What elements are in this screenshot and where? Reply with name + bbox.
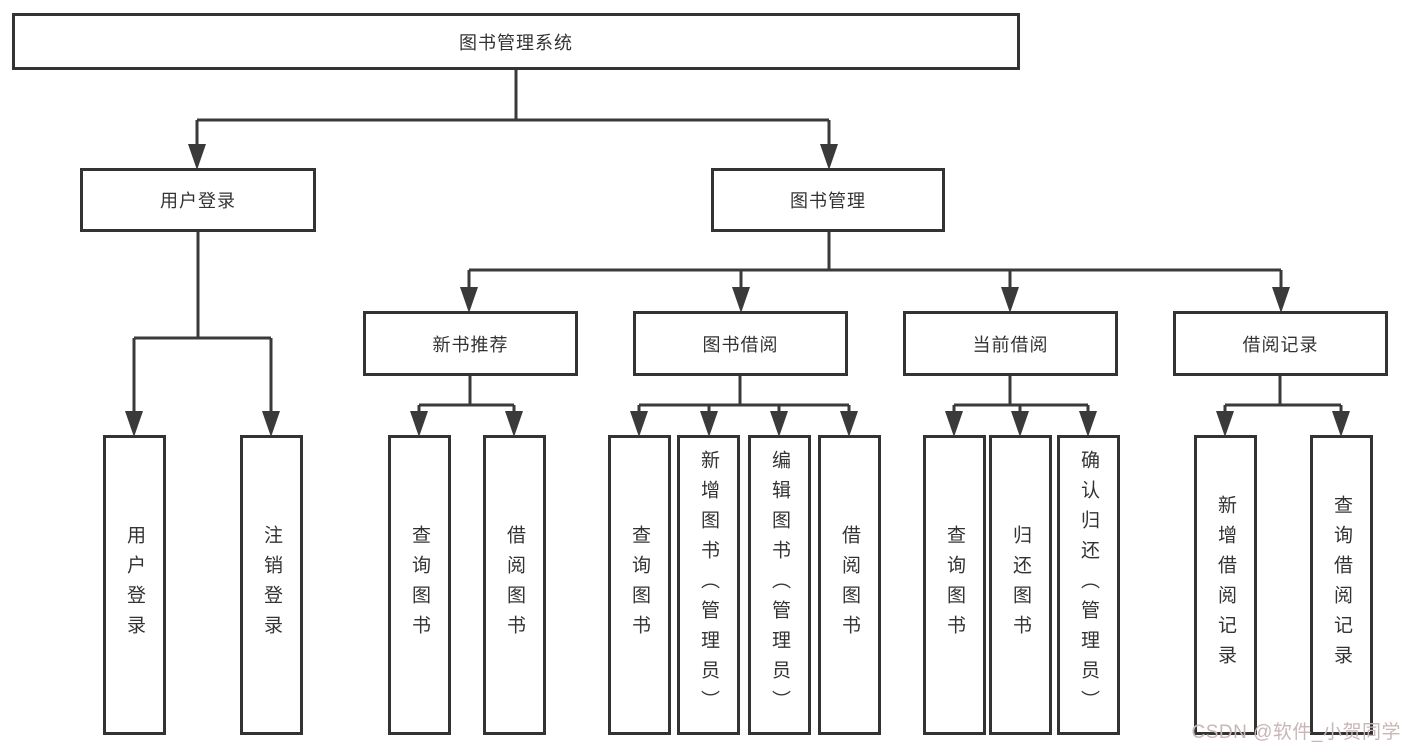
leaf-borrow-books-recommend-label: 借阅图书 bbox=[504, 525, 525, 645]
leaf-edit-books-admin-label: 编辑图书（管理员） bbox=[769, 450, 790, 720]
connector-root-to-level2 bbox=[195, 68, 831, 164]
leaf-confirm-return-admin: 确认归还（管理员） bbox=[1057, 435, 1120, 735]
leaf-add-books-admin: 新增图书（管理员） bbox=[677, 435, 740, 735]
leaf-borrow-books: 借阅图书 bbox=[818, 435, 881, 735]
node-current-borrowing: 当前借阅 bbox=[903, 311, 1118, 376]
leaf-confirm-return-admin-label: 确认归还（管理员） bbox=[1078, 450, 1099, 720]
leaf-add-borrow-record-label: 新增借阅记录 bbox=[1215, 495, 1236, 675]
leaf-query-books-current-label: 查询图书 bbox=[944, 525, 965, 645]
connector-userlogin-to-leaves bbox=[132, 230, 273, 431]
node-user-login-branch: 用户登录 bbox=[80, 168, 316, 232]
leaf-query-books-borrowing: 查询图书 bbox=[608, 435, 671, 735]
leaf-user-login: 用户登录 bbox=[103, 435, 166, 735]
leaf-query-books-recommend-label: 查询图书 bbox=[409, 525, 430, 645]
leaf-query-books-current: 查询图书 bbox=[923, 435, 986, 735]
leaf-return-books-label: 归还图书 bbox=[1010, 525, 1031, 645]
leaf-logout-label: 注销登录 bbox=[261, 525, 282, 645]
node-new-book-recommend: 新书推荐 bbox=[363, 311, 578, 376]
node-borrowing-records: 借阅记录 bbox=[1173, 311, 1388, 376]
leaf-query-books-borrowing-label: 查询图书 bbox=[629, 525, 650, 645]
connector-newbooks-to-leaves bbox=[417, 374, 516, 431]
leaf-borrow-books-label: 借阅图书 bbox=[839, 525, 860, 645]
connector-borrowing-to-leaves bbox=[637, 374, 851, 431]
node-book-management-branch: 图书管理 bbox=[711, 168, 945, 232]
leaf-add-books-admin-label: 新增图书（管理员） bbox=[698, 450, 719, 720]
leaf-query-books-recommend: 查询图书 bbox=[388, 435, 451, 735]
leaf-edit-books-admin: 编辑图书（管理员） bbox=[748, 435, 811, 735]
leaf-add-borrow-record: 新增借阅记录 bbox=[1194, 435, 1257, 735]
leaf-query-borrow-record: 查询借阅记录 bbox=[1310, 435, 1373, 735]
leaf-borrow-books-recommend: 借阅图书 bbox=[483, 435, 546, 735]
connector-bookmgmt-to-level3 bbox=[467, 230, 1283, 307]
node-book-borrowing: 图书借阅 bbox=[633, 311, 848, 376]
arrowheads bbox=[125, 144, 1350, 437]
leaf-user-login-label: 用户登录 bbox=[124, 525, 145, 645]
leaf-return-books: 归还图书 bbox=[989, 435, 1052, 735]
leaf-logout: 注销登录 bbox=[240, 435, 303, 735]
csdn-watermark: CSDN @软件_小贺同学 bbox=[1191, 722, 1401, 743]
connector-records-to-leaves bbox=[1223, 374, 1343, 431]
node-root: 图书管理系统 bbox=[12, 13, 1020, 70]
leaf-query-borrow-record-label: 查询借阅记录 bbox=[1331, 495, 1352, 675]
